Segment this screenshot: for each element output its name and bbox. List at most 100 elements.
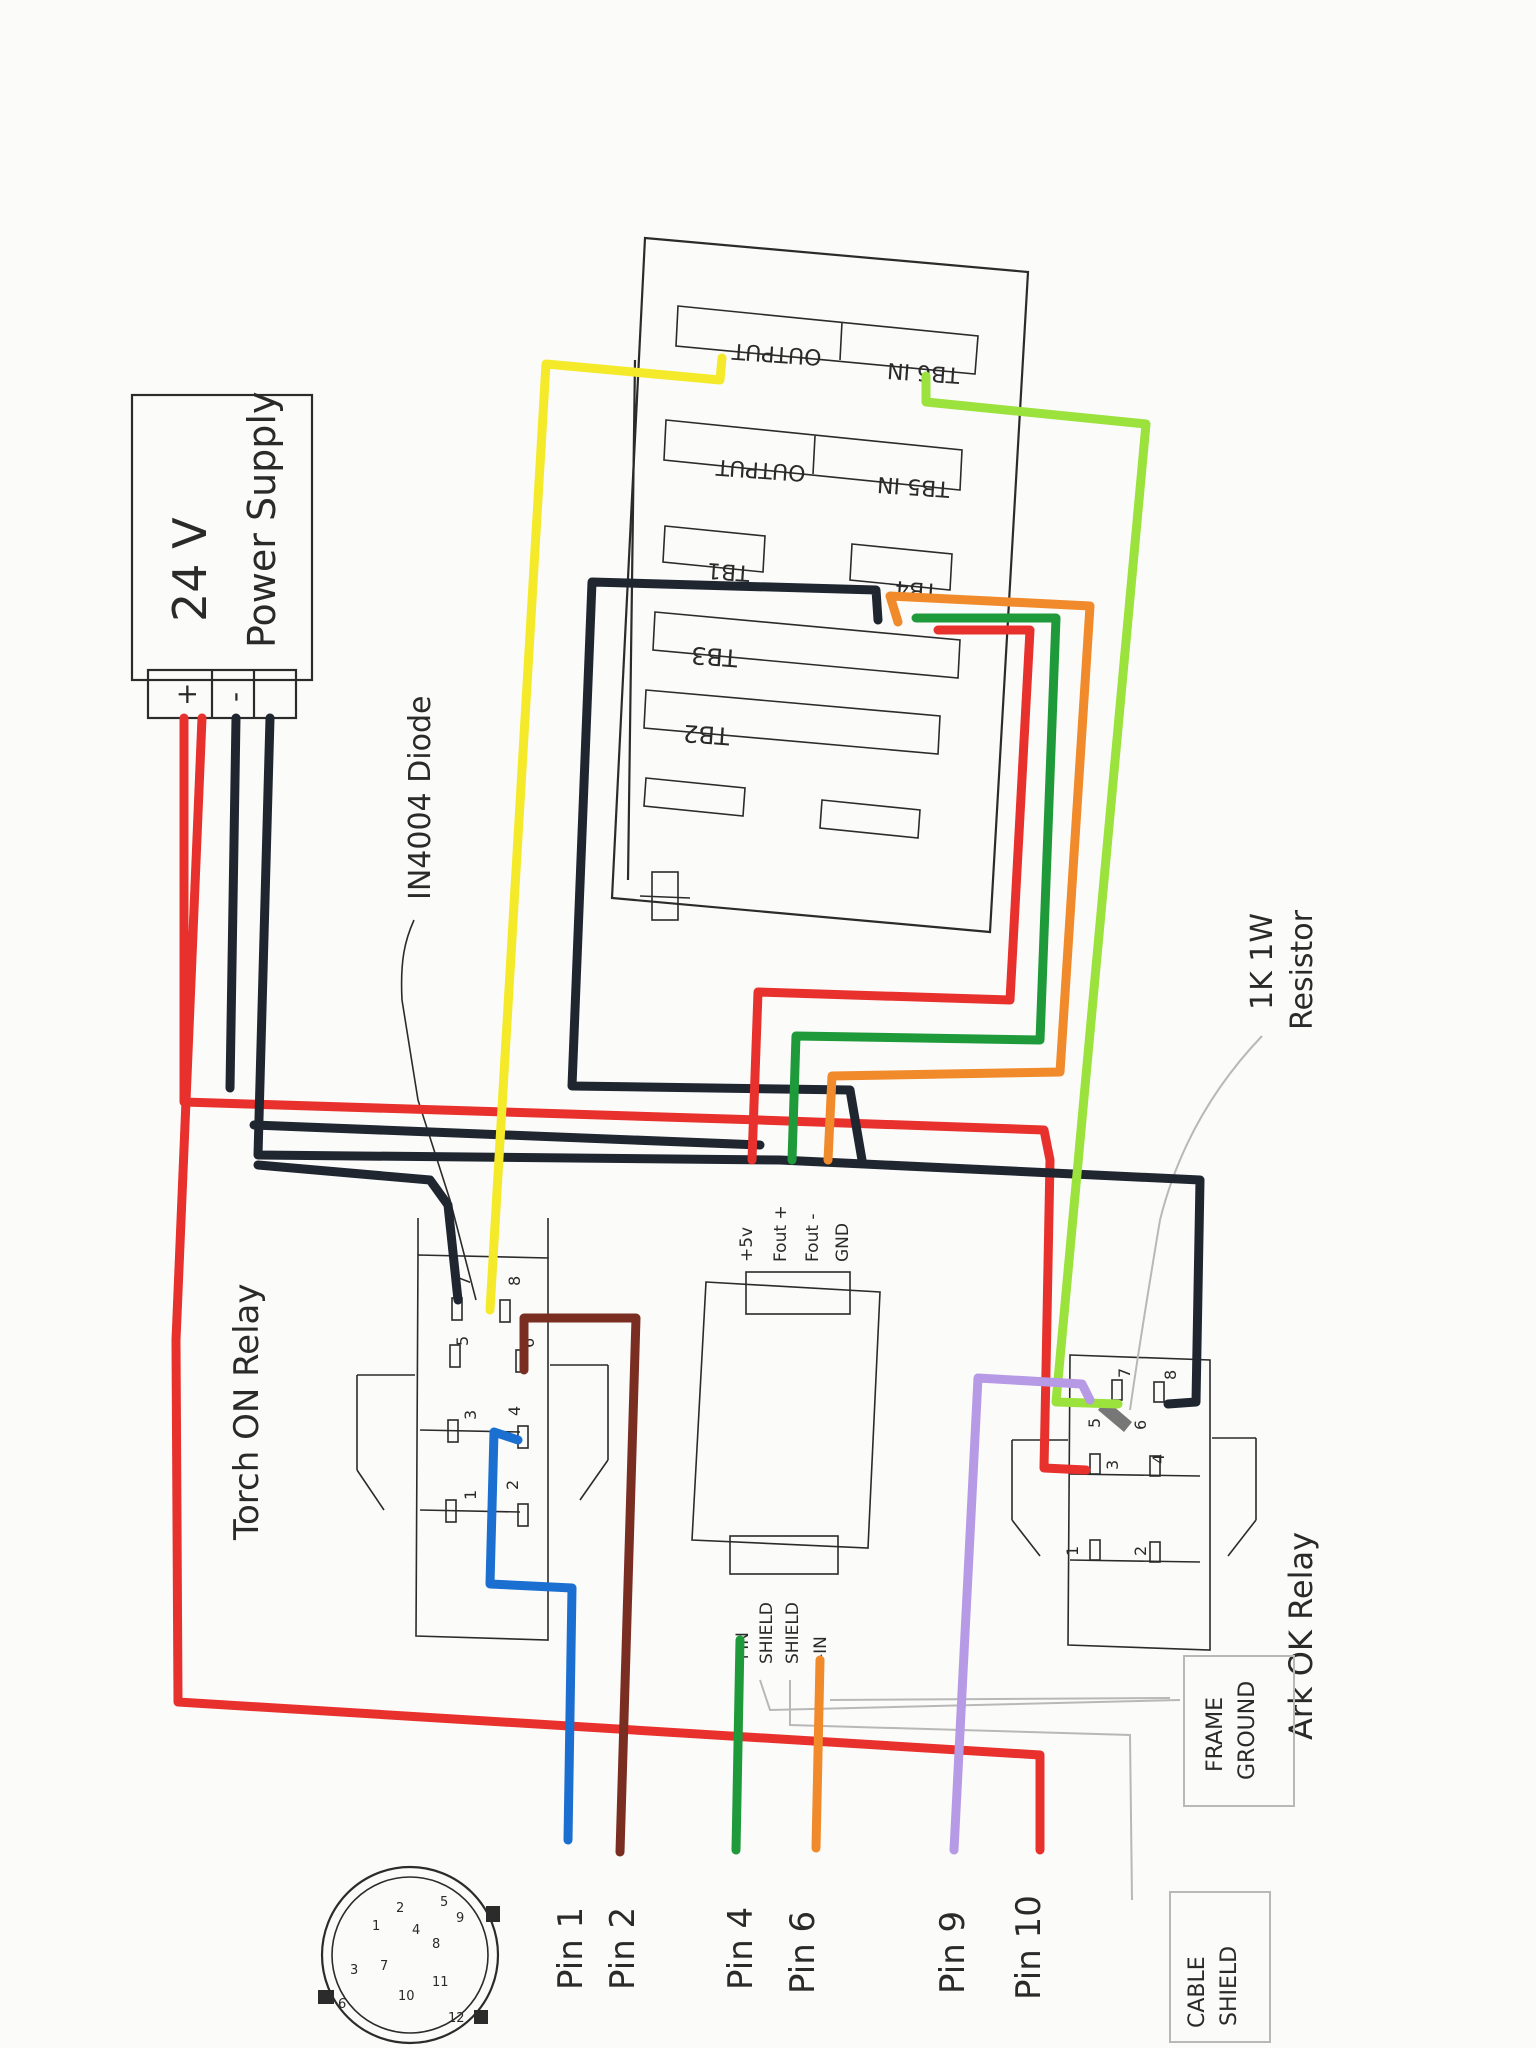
torch-relay-pin [499, 1299, 511, 1323]
torch-pin-8: 8 [505, 1276, 524, 1286]
tb1-block [662, 525, 766, 573]
wire-black-torch [253, 1160, 463, 1305]
wire-red-tb3 [747, 625, 1035, 1165]
connector-pin-5: 5 [440, 1895, 448, 1910]
signal-module-top-terminal [745, 1271, 851, 1315]
wires [171, 353, 1205, 1857]
wire-black-supply-1 [225, 713, 241, 1093]
wire-green-pin4 [731, 1635, 745, 1855]
connector-pin-1: 1 [372, 1919, 380, 1934]
frame-ground-label-1: FRAME [1203, 1697, 1228, 1772]
module-bottom-shield: SHIELD [757, 1602, 777, 1664]
connector-pin-11: 11 [432, 1975, 449, 1990]
connector-key [474, 2010, 488, 2024]
torch-on-relay: 7 8 5 6 3 4 1 2 Torch ON Relay [227, 1218, 609, 1641]
connector-pin-9: 9 [456, 1911, 464, 1926]
tb5-output-label: OUTPUT [715, 454, 807, 485]
diode-label: IN4004 Diode [403, 696, 438, 900]
arc-relay-label: Ark OK Relay [1282, 1532, 1320, 1740]
wire-blue-pin1 [485, 1427, 577, 1845]
arc-pin-2: 2 [1131, 1546, 1150, 1556]
torch-pin-5: 5 [453, 1336, 472, 1346]
pin-label-4: Pin 4 [721, 1907, 761, 1990]
arc-pin-1: 1 [1063, 1546, 1082, 1556]
arc-relay-pin [1089, 1539, 1101, 1561]
power-supply-terminals [146, 668, 298, 720]
resistor-leader [1129, 1035, 1263, 1411]
controller-inner-edge [626, 359, 637, 881]
module-top-5v: +5v [737, 1227, 757, 1262]
pin-label-1: Pin 1 [551, 1907, 591, 1990]
arc-pin-8: 8 [1161, 1370, 1180, 1380]
wire-purple-pin9 [949, 1373, 1095, 1855]
arc-relay-pin [1149, 1541, 1161, 1563]
connector-pin-7: 7 [380, 1959, 388, 1974]
torch-pin-4: 4 [505, 1406, 524, 1416]
frame-ground-label-2: GROUND [1235, 1681, 1260, 1780]
supply-name-label: Power Supply [240, 392, 284, 648]
frame-ground-box [1183, 1655, 1295, 1807]
module-bottom-in-minus: -IN [811, 1636, 831, 1660]
shield-frame-line-2 [829, 1697, 1171, 1701]
supply-plus-label: + [170, 683, 203, 706]
connector-pin-4: 4 [412, 1923, 420, 1938]
supply-minus-label: - [218, 692, 251, 702]
arc-relay-pin [1153, 1381, 1165, 1403]
module-top-fout-minus: Fout - [803, 1213, 823, 1262]
connector-inner [331, 1876, 489, 2034]
arc-ok-relay: 7 8 5 6 3 4 1 2 Ark OK Relay [1011, 1354, 1320, 1740]
power-supply: 24 V Power Supply + - [130, 392, 314, 720]
resistor-name-label: Resistor [1285, 909, 1320, 1030]
wire-black-supply-2 [253, 713, 1205, 1409]
tb6-block [675, 305, 979, 375]
tb4-block [849, 543, 953, 591]
wire-lime-tb6 [921, 371, 1151, 1409]
cable-shield-label-2: SHIELD [1217, 1946, 1242, 2026]
wire-red-pin10 [171, 713, 1045, 1855]
torch-relay-label: Torch ON Relay [227, 1284, 267, 1542]
wire-red-24v [179, 713, 1055, 1375]
wire-yellow-tb6 [485, 353, 727, 1315]
circular-connector: 1 2 3 4 5 6 7 8 9 10 11 12 [318, 1865, 500, 2045]
tb3-block [652, 611, 961, 679]
connector-key [318, 1990, 334, 2004]
torch-relay-body [415, 1254, 549, 1641]
shield-frame-line [759, 1679, 1181, 1712]
tb1-label: TB1 [706, 557, 751, 585]
torch-relay-pin [517, 1503, 529, 1527]
cable-shield-box [1169, 1891, 1271, 2043]
tb2-label: TB2 [682, 719, 731, 750]
diode-leader [400, 919, 477, 1301]
small-block [819, 799, 921, 839]
tb5-block [663, 419, 963, 491]
controller-outer [610, 236, 1030, 934]
connector-key [486, 1906, 500, 1922]
pin-label-6: Pin 6 [783, 1911, 823, 1994]
torch-pin-3: 3 [461, 1410, 480, 1420]
power-supply-box [130, 393, 314, 682]
signal-module: +5v Fout + Fout - GND +IN SHIELD SHIELD … [691, 1205, 881, 1664]
arc-pin-5: 5 [1085, 1418, 1104, 1428]
connector-pin-10: 10 [398, 1989, 415, 2004]
module-top-gnd: GND [833, 1223, 853, 1262]
wire-black-dash [249, 1120, 765, 1150]
tb3-label: TB3 [690, 641, 739, 672]
signal-module-bottom-terminal [729, 1535, 839, 1575]
arc-pin-6: 6 [1131, 1420, 1150, 1430]
connector-outer [320, 1865, 500, 2045]
wire-brown-pin2 [519, 1313, 641, 1857]
resistor-value-label: 1K 1W [1245, 913, 1280, 1010]
wire-red-arc-relay [1039, 1365, 1091, 1475]
pin-label-2: Pin 2 [603, 1907, 643, 1990]
wire-green-tb3 [787, 613, 1061, 1165]
wire-orange-pin6 [811, 1655, 825, 1853]
wire-orange-tb3 [823, 591, 1095, 1165]
arc-pin-4: 4 [1149, 1454, 1168, 1464]
torch-pin-2: 2 [503, 1480, 522, 1490]
small-block [643, 777, 746, 817]
tb2-block [643, 689, 941, 755]
wire-black-tb3 [567, 577, 883, 1165]
torch-relay-pin [449, 1344, 461, 1368]
tb5-label: TB5 IN [876, 471, 951, 501]
